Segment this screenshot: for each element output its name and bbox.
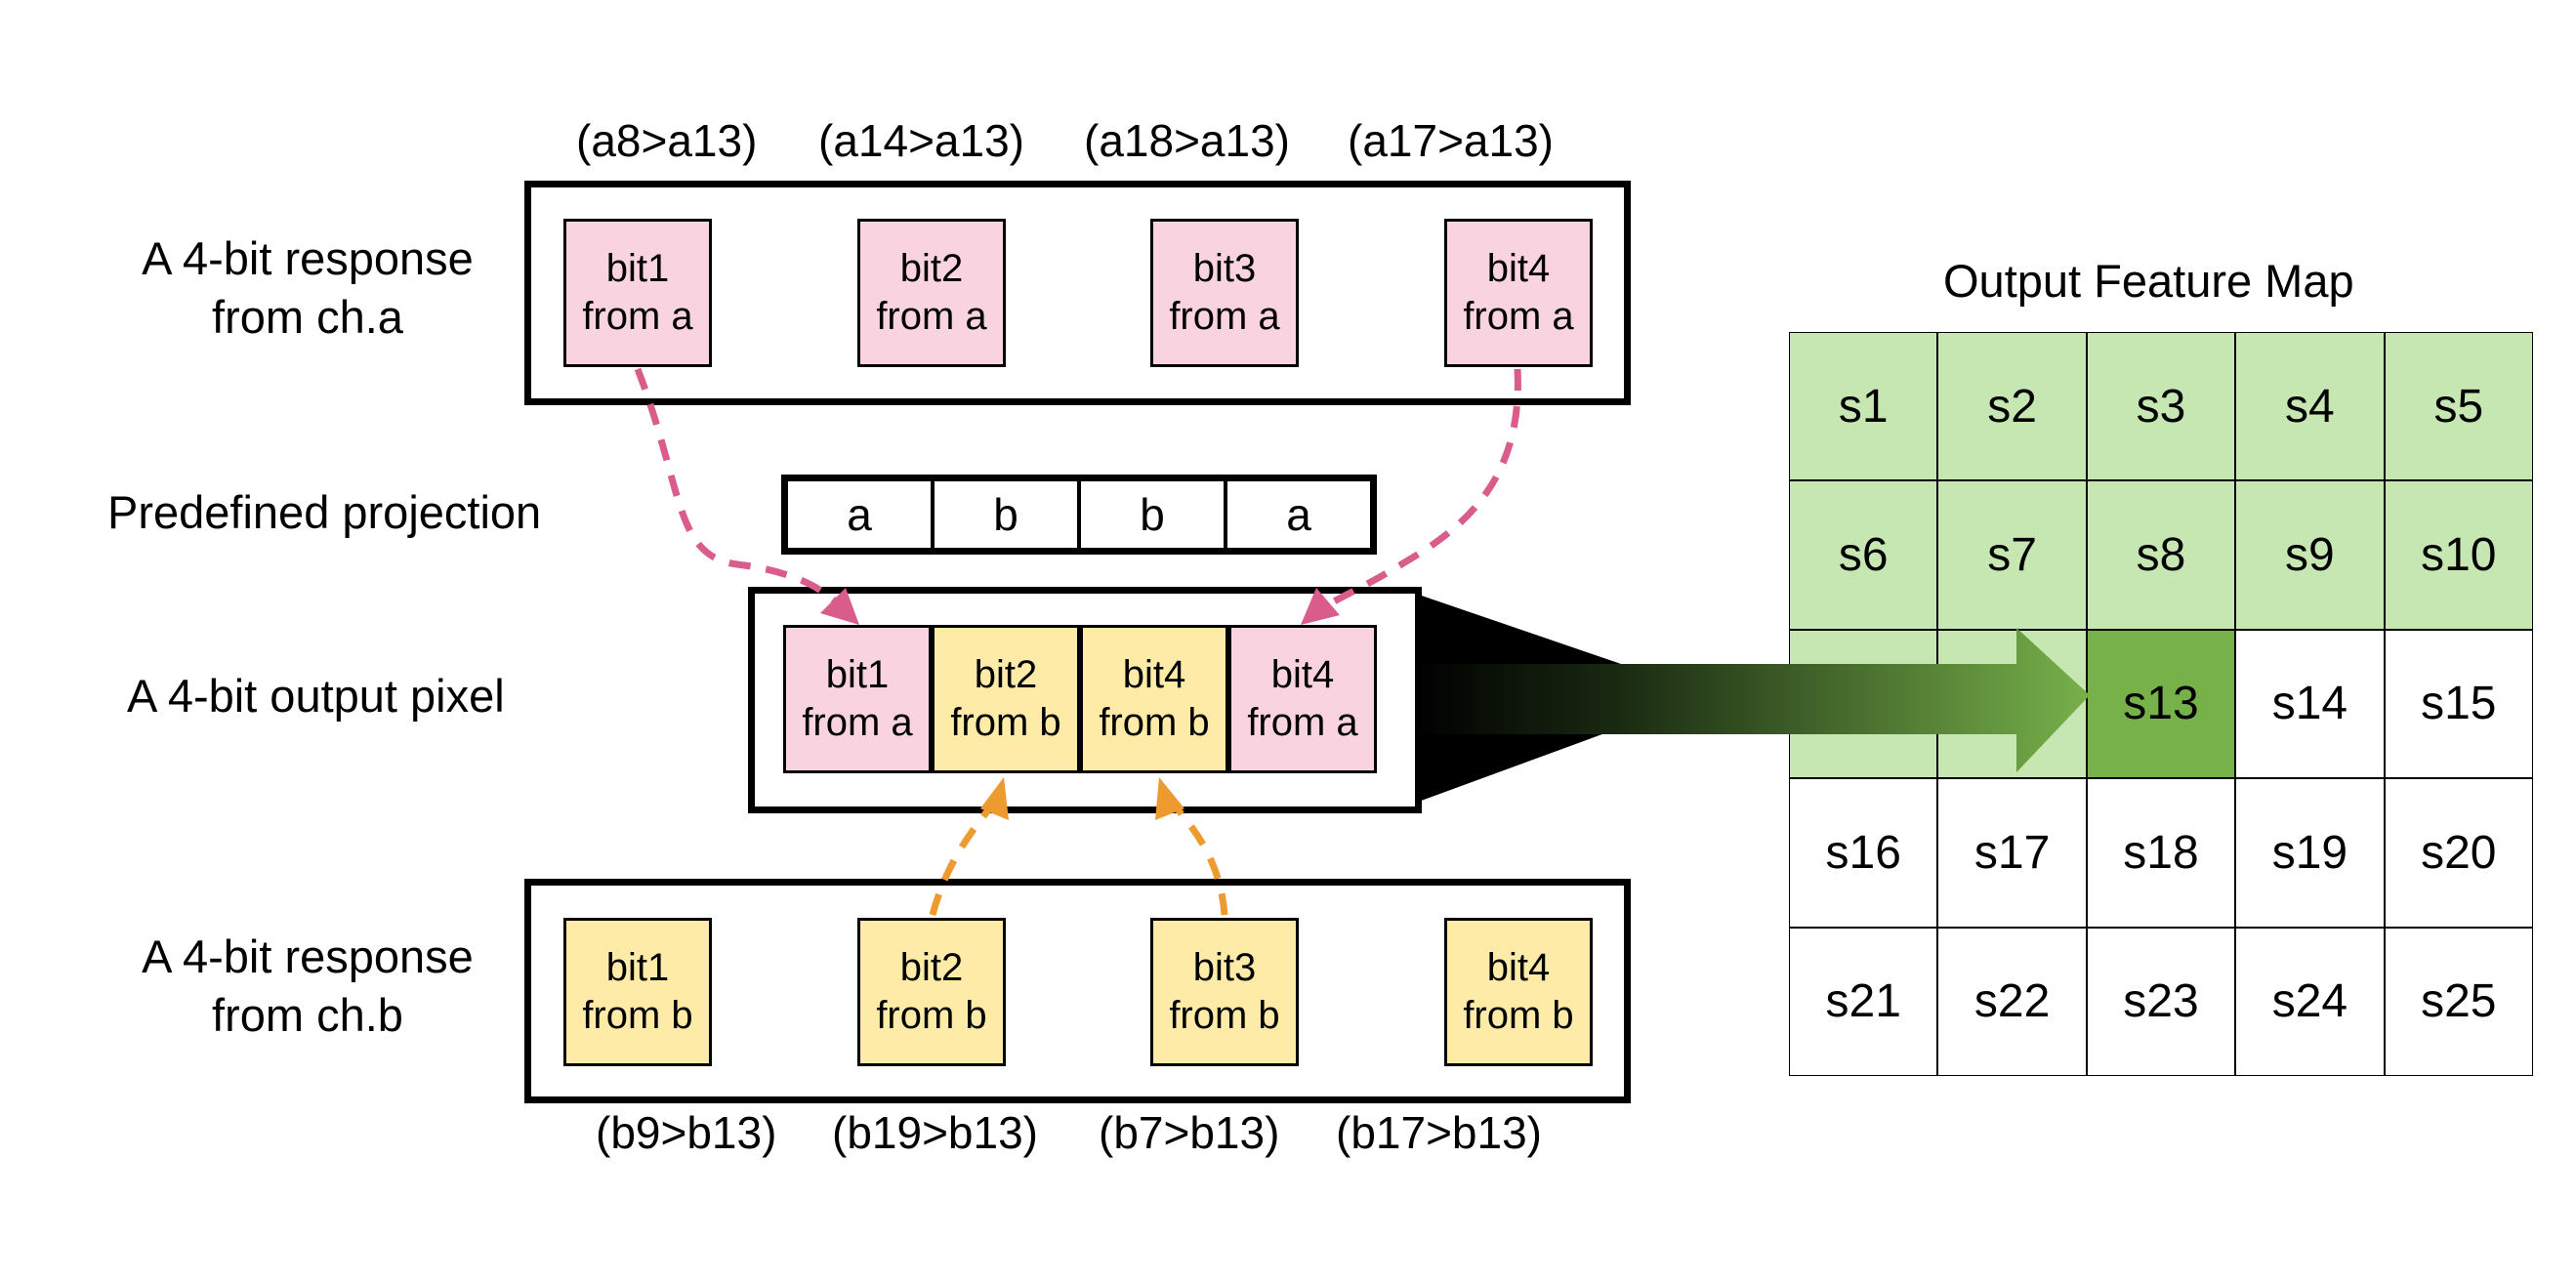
output-bit-4: bit4 from a <box>1228 625 1377 773</box>
output-bit-2-line1: bit2 <box>974 653 1038 696</box>
bit-a-4-line2: from a <box>1463 295 1574 338</box>
output-bit-2-line2: from b <box>950 701 1061 744</box>
output-bit-3-line2: from b <box>1099 701 1210 744</box>
label-output-pixel: A 4-bit output pixel <box>127 670 505 722</box>
feature-cell-s1: s1 <box>1789 332 1938 481</box>
feature-cell-s14: s14 <box>2235 629 2385 779</box>
comparison-a-1: (a8>a13) <box>576 115 758 166</box>
output-bit-2: bit2 from b <box>932 625 1080 773</box>
bit-b-4-line2: from b <box>1463 994 1574 1037</box>
bit-b-2-line2: from b <box>876 994 987 1037</box>
bit-a-2: bit2 from a <box>857 219 1006 367</box>
output-bit-3: bit4 from b <box>1080 625 1228 773</box>
bit-a-4: bit4 from a <box>1444 219 1593 367</box>
comparison-b-2: (b19>b13) <box>832 1107 1038 1158</box>
bit-a-4-line1: bit4 <box>1486 247 1551 290</box>
projection-cell-2: b <box>935 481 1081 548</box>
projection-cell-1: a <box>788 481 935 548</box>
feature-cell-s22: s22 <box>1937 927 2087 1076</box>
bit-b-1-line1: bit1 <box>605 946 670 989</box>
output-bit-1-line2: from a <box>802 701 913 744</box>
projection-table: a b b a <box>781 475 1377 555</box>
label-response-a: A 4-bit response from ch.a <box>117 229 498 347</box>
bit-a-2-line2: from a <box>876 295 987 338</box>
feature-cell-s23: s23 <box>2086 927 2236 1076</box>
label-response-b-line2: from ch.b <box>212 989 403 1041</box>
bit-a-2-line1: bit2 <box>899 247 964 290</box>
output-bit-3-line1: bit4 <box>1122 653 1186 696</box>
label-response-b: A 4-bit response from ch.b <box>117 928 498 1045</box>
output-bit-4-line1: bit4 <box>1270 653 1335 696</box>
bit-b-4: bit4 from b <box>1444 918 1593 1066</box>
bit-b-4-line1: bit4 <box>1486 946 1551 989</box>
label-response-a-line2: from ch.a <box>212 291 403 343</box>
bit-a-1-line1: bit1 <box>605 247 670 290</box>
feature-cell-s4: s4 <box>2235 332 2385 481</box>
bit-b-2: bit2 from b <box>857 918 1006 1066</box>
feature-cell-s11 <box>1789 629 1938 779</box>
feature-cell-s7: s7 <box>1937 480 2087 630</box>
bit-a-3: bit3 from a <box>1150 219 1299 367</box>
bit-a-3-line2: from a <box>1169 295 1280 338</box>
feature-cell-s25: s25 <box>2384 927 2533 1076</box>
feature-cell-s6: s6 <box>1789 480 1938 630</box>
bit-b-2-line1: bit2 <box>899 946 964 989</box>
feature-cell-s10: s10 <box>2384 480 2533 630</box>
feature-cell-s17: s17 <box>1937 778 2087 928</box>
feature-cell-s21: s21 <box>1789 927 1938 1076</box>
comparison-b-1: (b9>b13) <box>596 1107 777 1158</box>
bit-b-1-line2: from b <box>582 994 693 1037</box>
feature-cell-s19: s19 <box>2235 778 2385 928</box>
output-bit-4-line2: from a <box>1247 701 1358 744</box>
feature-cell-s2: s2 <box>1937 332 2087 481</box>
feature-cell-s5: s5 <box>2384 332 2533 481</box>
comparison-b-4: (b17>b13) <box>1336 1107 1542 1158</box>
projection-cell-4: a <box>1286 489 1311 540</box>
comparison-b-3: (b7>b13) <box>1099 1107 1280 1158</box>
bit-b-1: bit1 from b <box>563 918 712 1066</box>
bit-a-1: bit1 from a <box>563 219 712 367</box>
feature-map-grid: s1 s2 s3 s4 s5 s6 s7 s8 s9 s10 s13 s14 s… <box>1789 332 2533 1076</box>
label-feature-map: Output Feature Map <box>1943 255 2354 307</box>
projection-cell-3: b <box>1081 481 1227 548</box>
feature-cell-s13: s13 <box>2086 629 2236 779</box>
bit-a-3-line1: bit3 <box>1192 247 1257 290</box>
output-bit-1: bit1 from a <box>783 625 932 773</box>
feature-cell-s24: s24 <box>2235 927 2385 1076</box>
bit-b-3: bit3 from b <box>1150 918 1299 1066</box>
feature-cell-s8: s8 <box>2086 480 2236 630</box>
comparison-a-4: (a17>a13) <box>1348 115 1554 166</box>
feature-cell-s3: s3 <box>2086 332 2236 481</box>
output-bit-1-line1: bit1 <box>825 653 890 696</box>
label-response-b-line1: A 4-bit response <box>142 930 474 982</box>
feature-cell-s12 <box>1937 629 2087 779</box>
bit-b-3-line1: bit3 <box>1192 946 1257 989</box>
comparison-a-2: (a14>a13) <box>818 115 1024 166</box>
label-projection: Predefined projection <box>107 486 542 538</box>
arrow-wedge <box>1416 594 1621 803</box>
label-response-a-line1: A 4-bit response <box>142 232 474 284</box>
feature-cell-s16: s16 <box>1789 778 1938 928</box>
feature-cell-s18: s18 <box>2086 778 2236 928</box>
comparison-a-3: (a18>a13) <box>1084 115 1290 166</box>
feature-cell-s15: s15 <box>2384 629 2533 779</box>
feature-cell-s20: s20 <box>2384 778 2533 928</box>
feature-cell-s9: s9 <box>2235 480 2385 630</box>
bit-a-1-line2: from a <box>582 295 693 338</box>
bit-b-3-line2: from b <box>1169 994 1280 1037</box>
